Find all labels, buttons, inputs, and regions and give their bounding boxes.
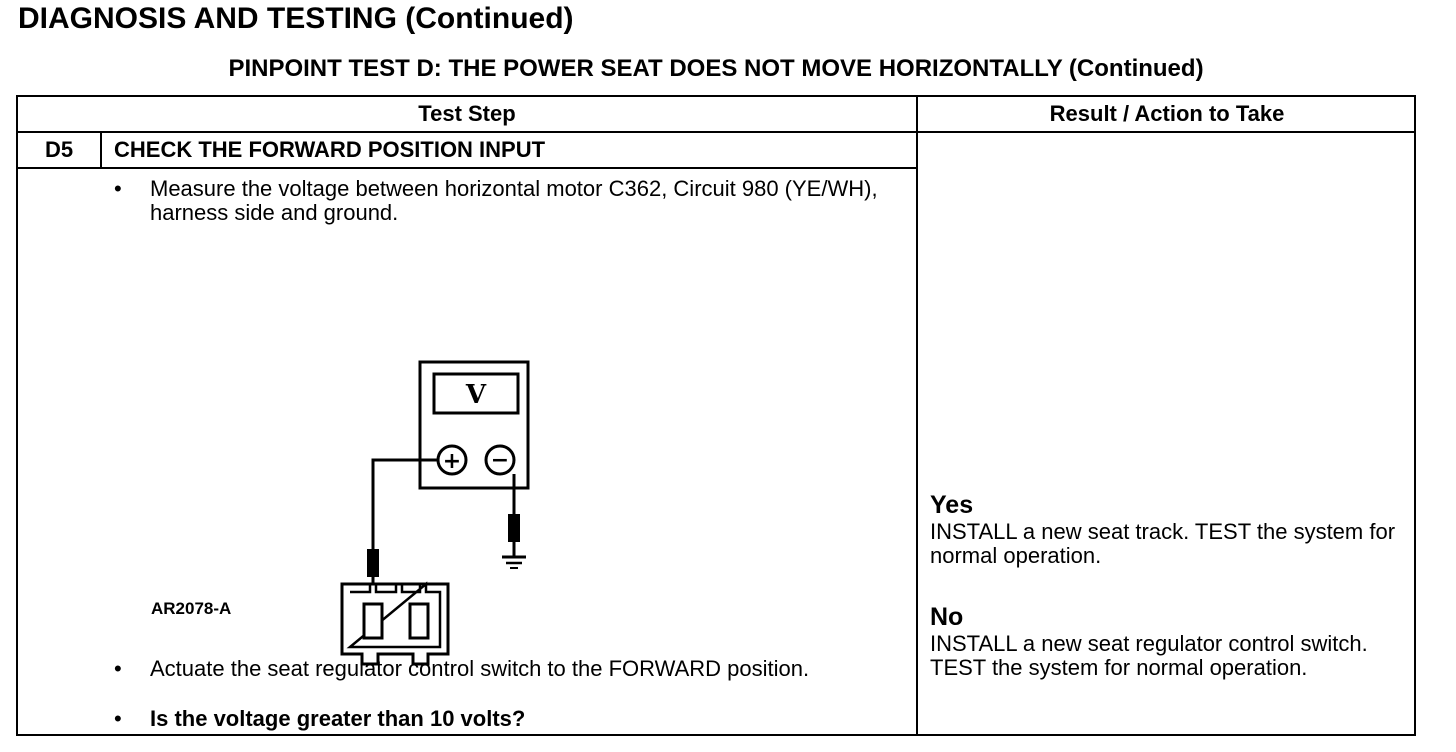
- step-body: • Measure the voltage between horizontal…: [18, 169, 918, 736]
- connector-cavity: [362, 602, 384, 640]
- positive-terminal-label: +: [443, 449, 461, 474]
- result-no-action: INSTALL a new seat regulator control swi…: [930, 631, 1368, 680]
- voltmeter-display: [432, 372, 520, 415]
- probe-tip-icon: [508, 514, 520, 542]
- negative-terminal-icon: [484, 444, 516, 476]
- pinpoint-test-title: PINPOINT TEST D: THE POWER SEAT DOES NOT…: [228, 55, 1204, 82]
- negative-terminal-label: −: [491, 448, 509, 473]
- bullet-marker: •: [114, 706, 122, 731]
- connector-housing: [340, 582, 450, 666]
- result-no-label: No: [930, 603, 964, 631]
- probe-tip-icon: [367, 549, 379, 577]
- result-column: Yes INSTALL a new seat track. TEST the s…: [918, 133, 1416, 736]
- instruction-question: Is the voltage greater than 10 volts?: [150, 706, 526, 731]
- connector-c362-icon: [340, 549, 450, 666]
- connector-inner-outline: [346, 581, 442, 649]
- result-yes-action: INSTALL a new seat track. TEST the syste…: [930, 519, 1396, 568]
- step-title: CHECK THE FORWARD POSITION INPUT: [102, 133, 918, 169]
- page-title: DIAGNOSIS AND TESTING (Continued): [18, 2, 574, 35]
- instruction-actuate-switch: Actuate the seat regulator control switc…: [150, 656, 810, 681]
- header-test-step: Test Step: [18, 97, 918, 133]
- step-id: D5: [18, 133, 102, 169]
- instruction-measure-voltage: Measure the voltage between horizontal m…: [150, 176, 878, 225]
- header-result-action: Result / Action to Take: [918, 97, 1416, 133]
- voltmeter-connector-diagram: V + −: [371, 360, 530, 569]
- result-yes-label: Yes: [930, 491, 974, 519]
- bullet-marker: •: [114, 656, 122, 681]
- positive-lead-wire: [371, 458, 438, 554]
- figure-id: AR2078-A: [151, 599, 232, 618]
- voltmeter-display-label: V: [465, 380, 487, 410]
- pinpoint-test-table: Test Step Result / Action to Take D5 CHE…: [16, 95, 1416, 736]
- bullet-marker: •: [114, 176, 122, 201]
- connector-cavity: [408, 602, 430, 640]
